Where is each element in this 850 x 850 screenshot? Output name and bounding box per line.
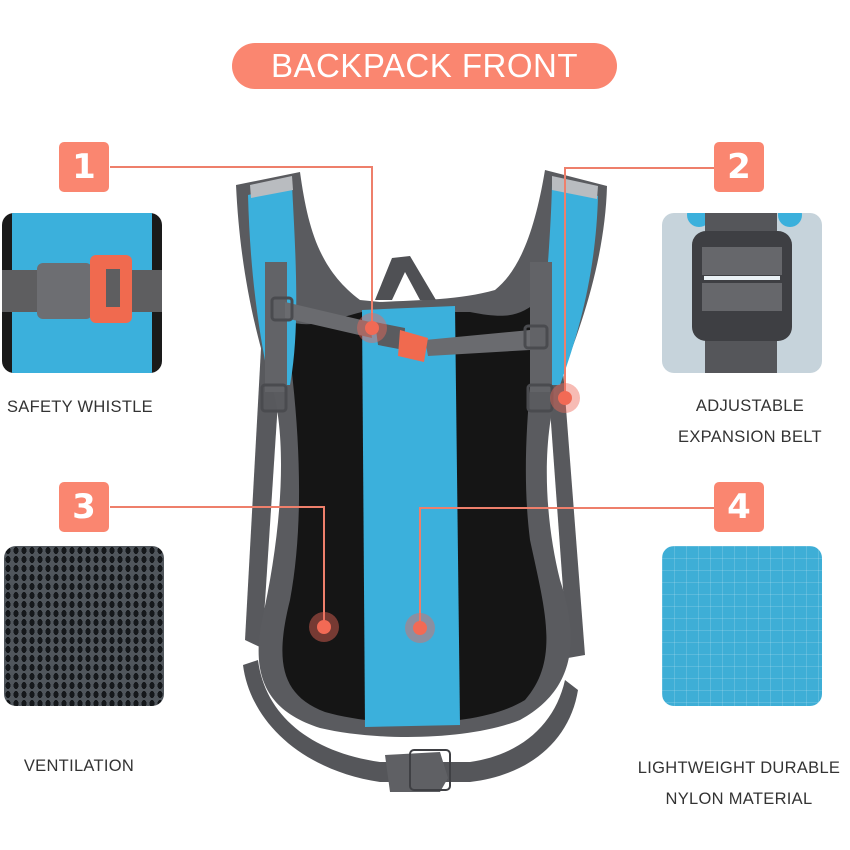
title-banner: BACKPACK FRONT xyxy=(232,43,617,89)
feature-badge-3: 3 xyxy=(59,482,109,532)
leader-line-3-h xyxy=(110,506,325,508)
label-line: VENTILATION xyxy=(23,757,135,775)
expansion-belt-thumbnail xyxy=(662,213,822,373)
badge-number: 1 xyxy=(72,147,96,187)
label-line: SAFETY WHISTLE xyxy=(6,398,153,416)
feature-badge-2: 2 xyxy=(714,142,764,192)
hotspot-3 xyxy=(309,612,339,642)
leader-line-4-v xyxy=(419,507,421,625)
feature-badge-1: 1 xyxy=(59,142,109,192)
label-line: LIGHTWEIGHT DURABLE xyxy=(637,759,841,777)
label-line: EXPANSION BELT xyxy=(678,428,822,446)
hotspot-1 xyxy=(357,313,387,343)
leader-line-1-h xyxy=(110,166,373,168)
nylon-material-thumbnail xyxy=(662,546,822,706)
title-text: BACKPACK FRONT xyxy=(270,47,579,84)
leader-line-3-v xyxy=(323,506,325,624)
badge-number: 4 xyxy=(727,487,751,527)
badge-number: 2 xyxy=(727,147,751,187)
badge-number: 3 xyxy=(72,487,96,527)
feature-label-2: ADJUSTABLE EXPANSION BELT xyxy=(655,391,845,453)
feature-label-3: VENTILATION xyxy=(0,751,158,782)
safety-whistle-thumbnail xyxy=(2,213,162,373)
ventilation-mesh-thumbnail xyxy=(4,546,164,706)
label-line: ADJUSTABLE xyxy=(695,397,805,415)
hotspot-2 xyxy=(550,383,580,413)
leader-line-2-h xyxy=(564,167,714,169)
label-line: NYLON MATERIAL xyxy=(665,790,813,808)
leader-line-1-v xyxy=(371,166,373,326)
leader-line-4-h xyxy=(420,507,715,509)
hotspot-4 xyxy=(405,613,435,643)
feature-label-4: LIGHTWEIGHT DURABLE NYLON MATERIAL xyxy=(628,753,850,815)
feature-label-1: SAFETY WHISTLE xyxy=(0,392,160,423)
leader-line-2-v xyxy=(564,167,566,395)
feature-badge-4: 4 xyxy=(714,482,764,532)
